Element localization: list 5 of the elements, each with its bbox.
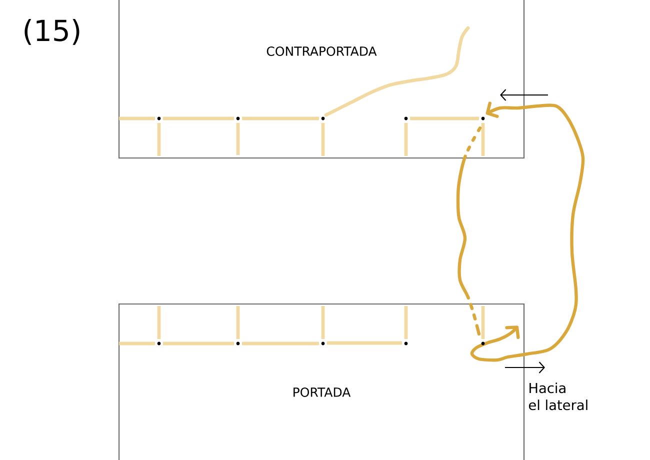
sewing-thread	[470, 102, 585, 362]
cover-panel: CONTRAPORTADA	[118, 0, 525, 159]
step-number: (15)	[24, 19, 80, 45]
cover-panel: PORTADA	[118, 303, 525, 460]
sewing-thread	[456, 126, 482, 336]
